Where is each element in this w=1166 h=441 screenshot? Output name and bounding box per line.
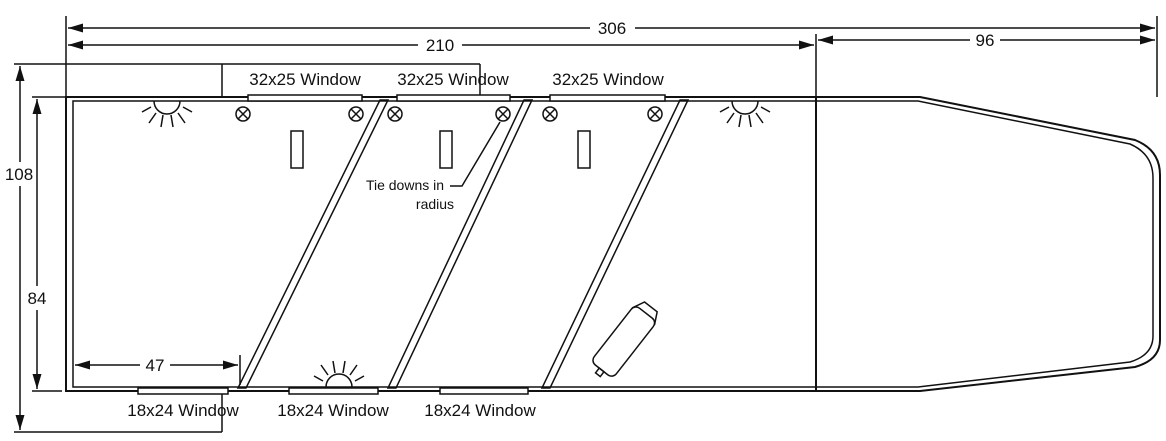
dimension-lines [15,23,1155,430]
dim-outer-width: 108 [5,165,33,184]
feeder-icons [290,130,591,169]
extension-lines [14,16,1158,433]
window-label-bottom-1: 18x24 Window [127,401,239,420]
trailer-outline [65,96,1161,392]
top-windows [247,94,666,102]
saddle-rack-icon [592,301,658,378]
stall-dividers [236,99,690,389]
window-top-3 [549,94,666,102]
dim-living-length: 210 [426,36,454,55]
window-top-2 [396,94,511,102]
dim-overall-length: 306 [598,19,626,38]
window-bottom-2 [288,387,379,395]
bottom-windows [137,387,529,395]
window-label-top-3: 32x25 Window [552,70,664,89]
tie-down-leader [450,121,501,187]
dim-nose-length: 96 [976,31,995,50]
window-top-1 [247,94,363,102]
dim-first-stall: 47 [146,356,165,375]
dim-inner-width: 84 [28,289,47,308]
tie-ring-icons [235,106,663,122]
annotation-line2: radius [416,196,454,212]
annotation-line1: Tie downs in [366,177,444,193]
window-label-bottom-2: 18x24 Window [277,401,389,420]
window-bottom-3 [439,387,529,395]
window-label-top-1: 32x25 Window [249,70,361,89]
light-icons [141,100,771,388]
window-bottom-1 [137,387,229,395]
window-label-bottom-3: 18x24 Window [424,401,536,420]
window-label-top-2: 32x25 Window [397,70,509,89]
